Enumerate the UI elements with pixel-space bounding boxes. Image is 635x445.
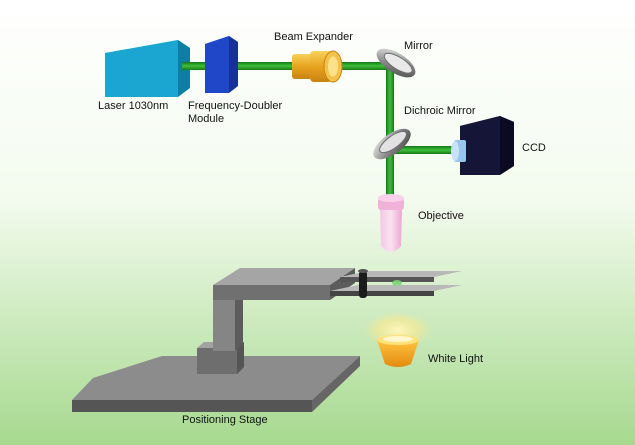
dichroic-mirror bbox=[373, 128, 411, 160]
mirror bbox=[376, 48, 416, 78]
beam-expander bbox=[292, 50, 343, 83]
imaging-beam-to-ccd bbox=[392, 146, 462, 154]
beam-expander-label: Beam Expander bbox=[274, 31, 353, 43]
laser-source bbox=[105, 40, 190, 97]
ccd-label: CCD bbox=[522, 142, 546, 154]
ccd-camera bbox=[451, 116, 514, 175]
objective-lens bbox=[378, 194, 404, 252]
dichroic-mirror-label: Dichroic Mirror bbox=[404, 105, 476, 117]
white-light-source bbox=[364, 312, 432, 367]
mirror-label: Mirror bbox=[404, 40, 433, 52]
sample-holder bbox=[330, 269, 462, 298]
laser-beam-horizontal bbox=[182, 62, 394, 70]
positioning-stage bbox=[72, 268, 360, 412]
laser-label: Laser 1030nm bbox=[98, 100, 169, 112]
doubler-label-line2: Module bbox=[188, 113, 225, 125]
laser-beam-vertical-upper bbox=[386, 68, 394, 146]
doubler-label-line1: Frequency-Doubler bbox=[188, 100, 283, 112]
laser-beam-vertical-lower bbox=[386, 150, 394, 200]
frequency-doubler-module bbox=[205, 36, 238, 93]
objective-label: Objective bbox=[418, 210, 464, 222]
white-light-label: White Light bbox=[428, 353, 484, 365]
positioning-stage-label: Positioning Stage bbox=[182, 414, 268, 426]
